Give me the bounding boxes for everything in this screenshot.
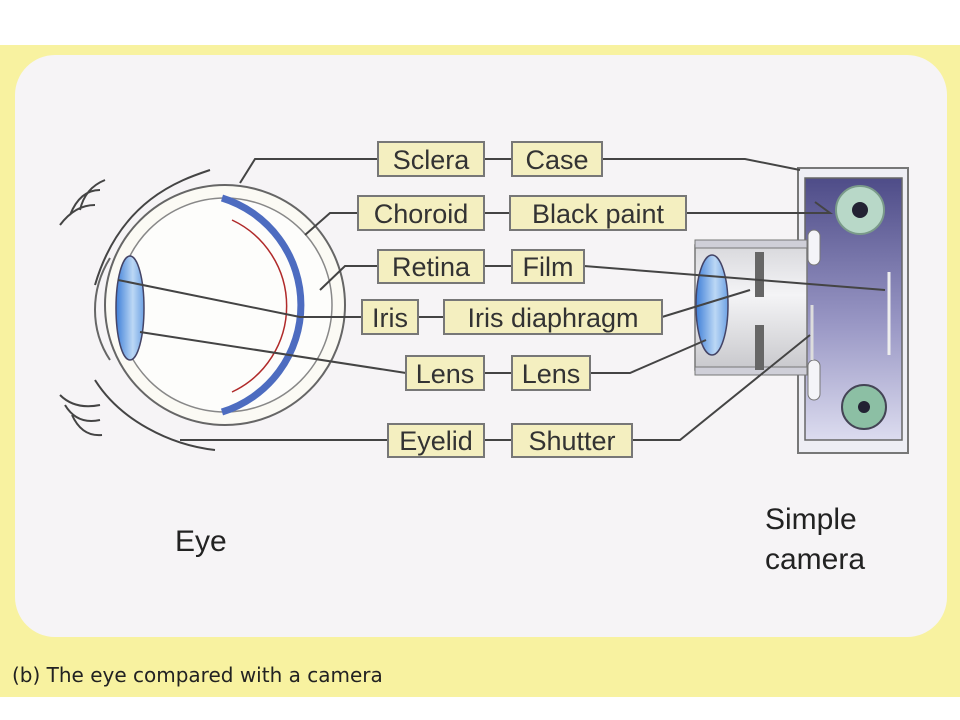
label-text: Black paint [532,199,665,229]
label-text: Case [525,145,588,175]
label-eye-lens: Lens [405,355,485,391]
label-text: Film [523,252,574,282]
label-choroid: Choroid [357,195,485,231]
label-eyelid: Eyelid [387,423,485,458]
label-camera-lens: Lens [511,355,591,391]
label-text: Iris diaphragm [467,303,638,333]
label-retina: Retina [377,249,485,284]
label-text: Lens [416,359,475,389]
label-text: Shutter [528,426,615,456]
label-case: Case [511,141,603,177]
camera-drawing [694,167,909,454]
label-iris-diaphragm: Iris diaphragm [443,299,663,335]
camera-title-line2: camera [765,543,865,576]
label-black-paint: Black paint [509,195,687,231]
eye-drawing [59,169,346,451]
label-text: Choroid [374,199,469,229]
label-text: Iris [372,303,408,333]
figure-caption: (b) The eye compared with a camera [12,663,383,687]
label-film: Film [511,249,585,284]
label-text: Retina [392,252,471,282]
camera-title-line1: Simple [765,503,857,536]
label-text: Sclera [393,145,471,175]
label-sclera: Sclera [377,141,485,177]
label-text: Eyelid [399,426,473,456]
connector-lines [117,158,886,441]
label-shutter: Shutter [511,423,633,458]
label-text: Lens [522,359,581,389]
label-iris: Iris [361,299,419,335]
eye-title: Eye [175,525,227,558]
